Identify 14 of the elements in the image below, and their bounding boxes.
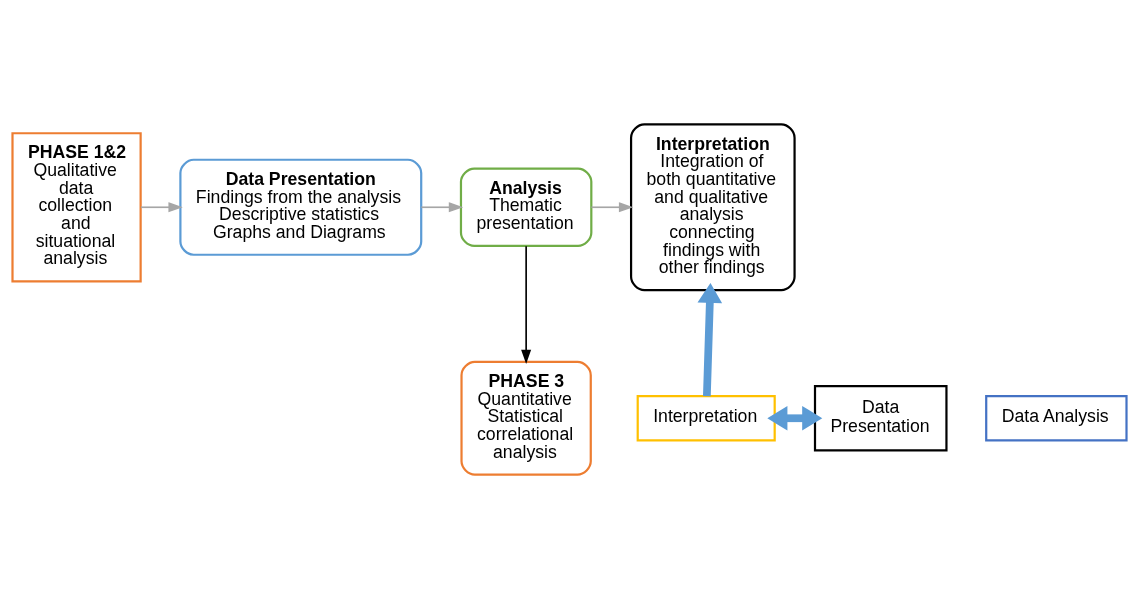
node-box: Data Presentation [813,384,948,451]
arrow [590,201,634,212]
node-box: Analysis Thematic presentation [459,167,593,247]
arrow [521,244,532,364]
node-box: Data Presentation Findings from the analysis Descriptive statistics Graphs and Diagrams [179,158,423,256]
node-box: Data Analysis [985,394,1128,441]
node-box: PHASE 1&2 Qualitative data collection and situational analysis [11,131,142,282]
node-box: Interpretation Integration of both quantitative and qualitative analysis connecting findings with other findings [629,122,796,291]
arrow [767,405,823,431]
arrow [697,282,723,396]
node-box: Interpretation [636,394,776,441]
node-box: PHASE 3 Quantitative Statistical correlational analysis [460,360,592,476]
arrow [420,201,464,212]
arrow [140,201,183,212]
